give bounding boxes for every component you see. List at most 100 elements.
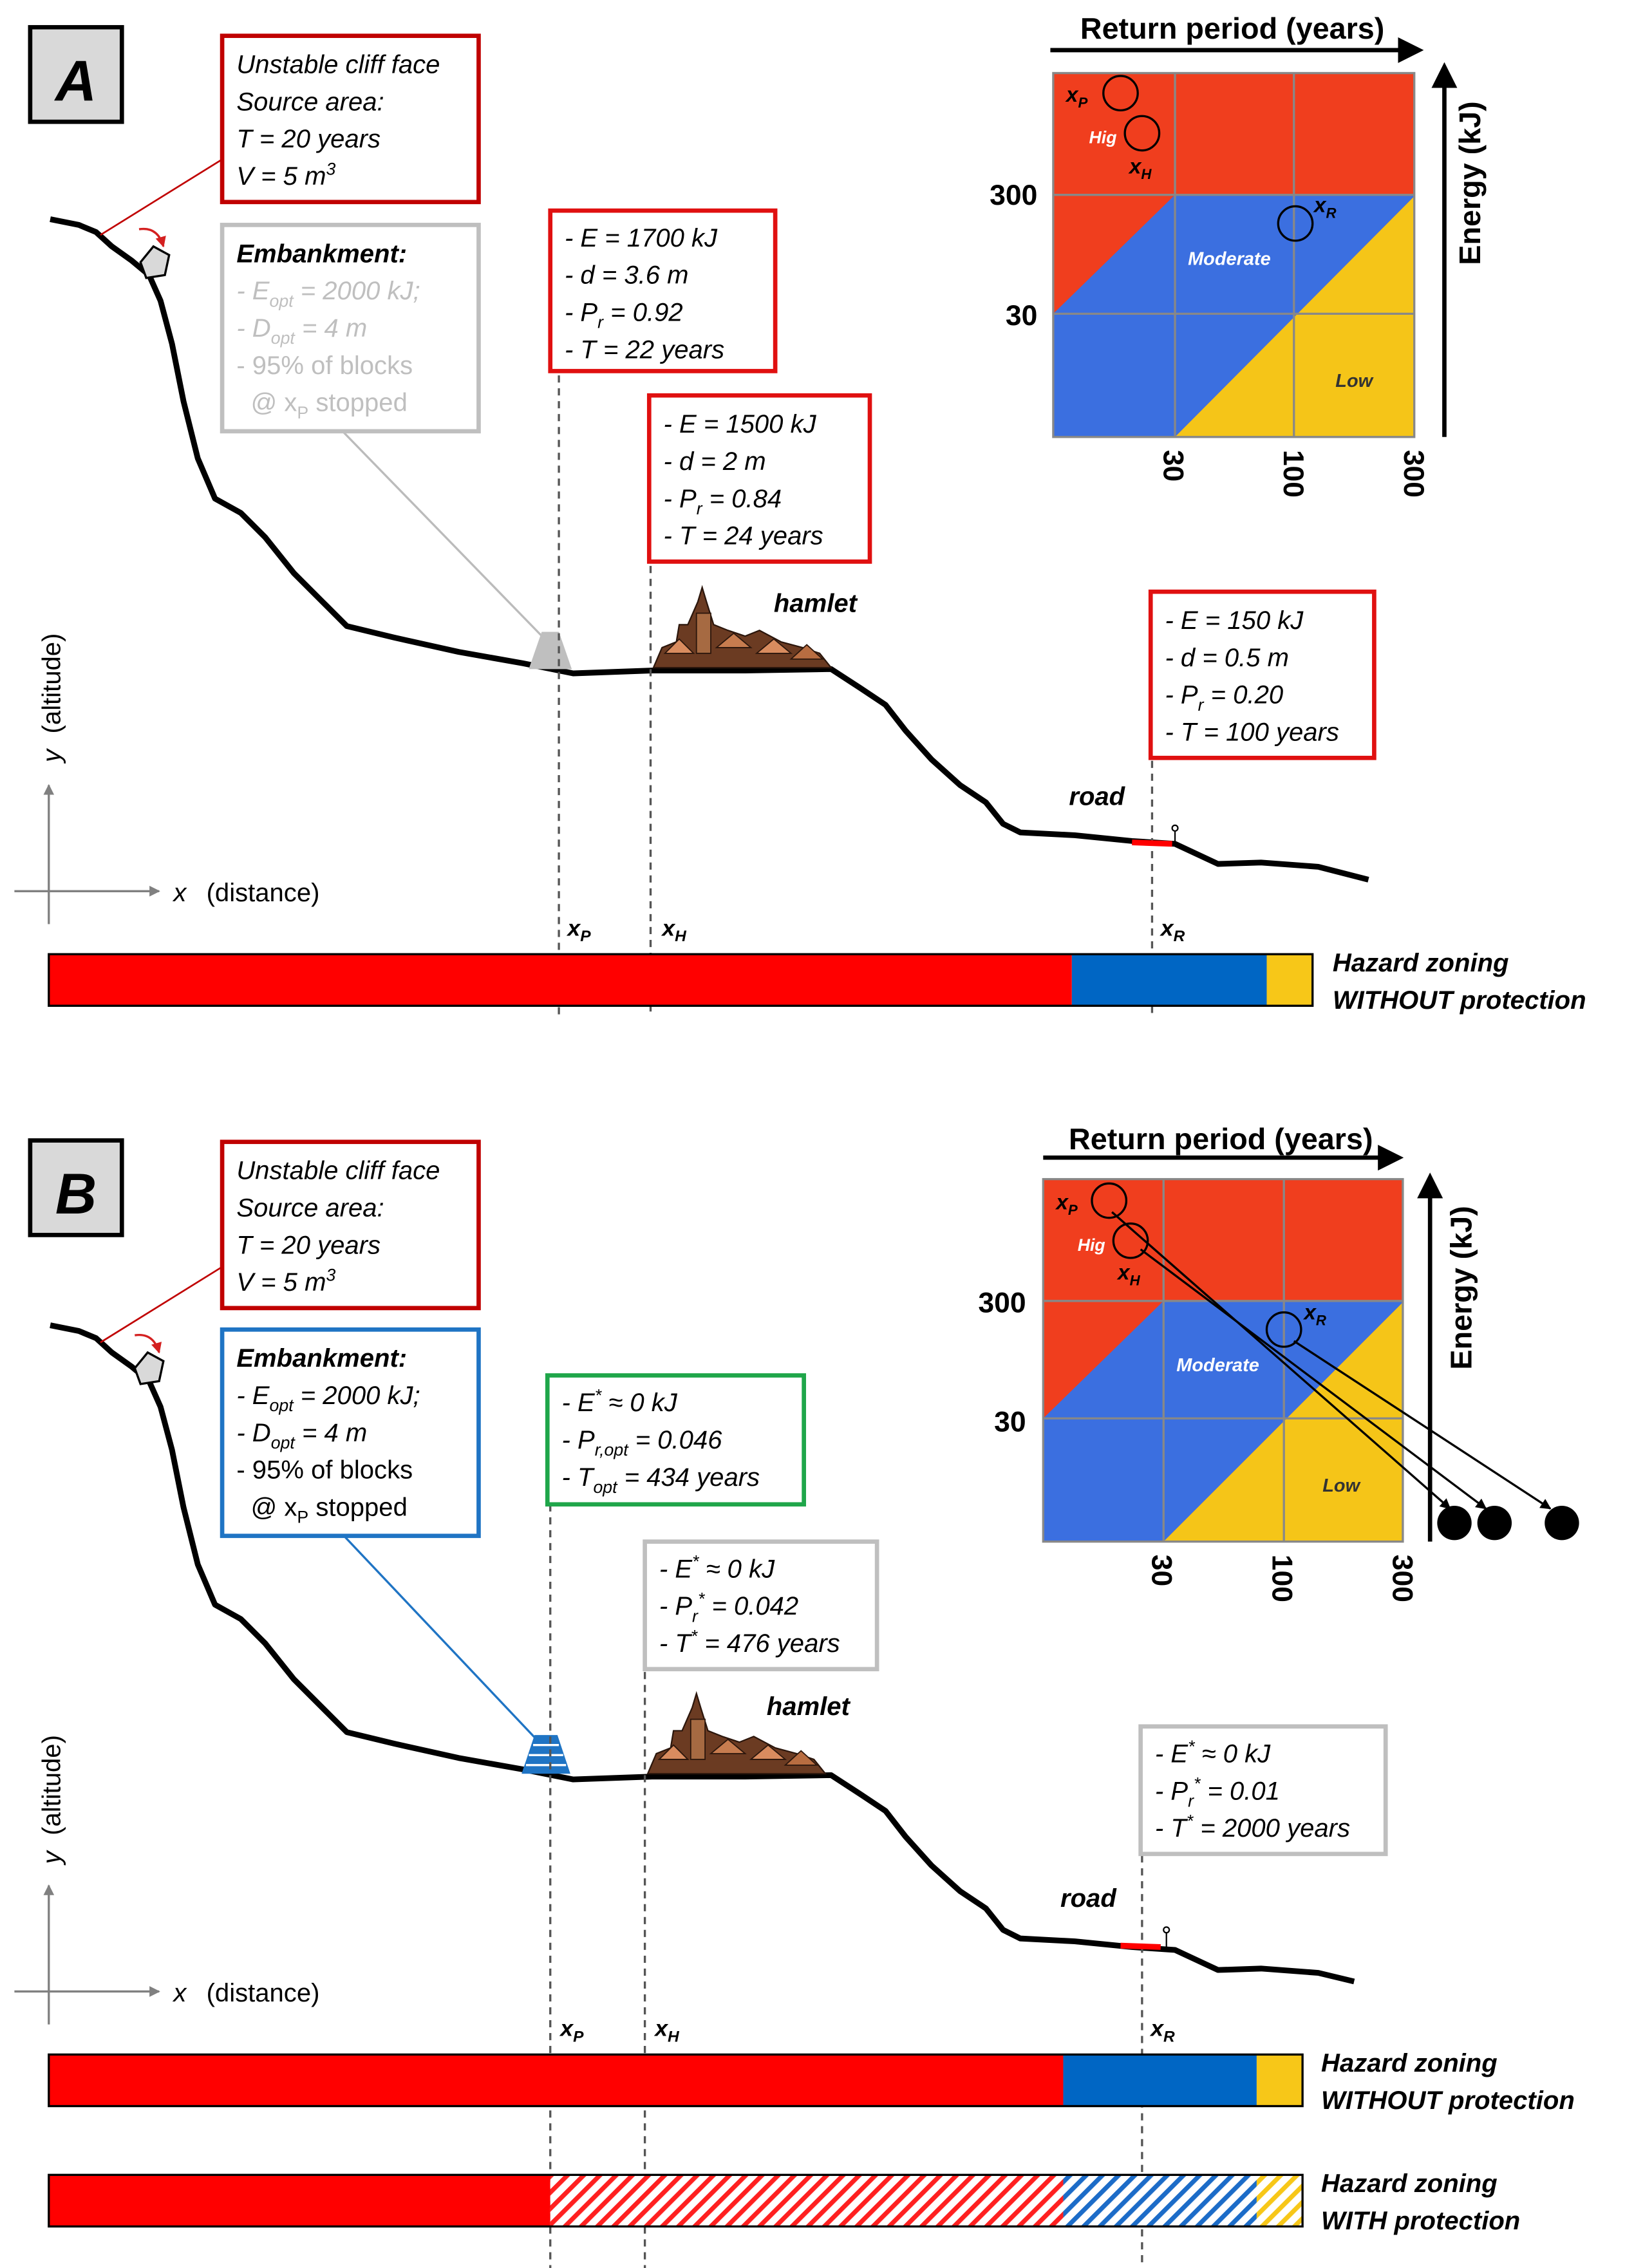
- hamlet-label: hamlet: [774, 589, 858, 617]
- embank-l4: @ xP stopped: [251, 389, 408, 422]
- embank-title: Embankment:: [236, 239, 407, 268]
- matrix-xtick-300: 300: [1398, 450, 1429, 498]
- box-xp: [548, 208, 778, 373]
- fall-arrow: [135, 1333, 162, 1354]
- box-xr-l2: - Pr* = 0.01: [1155, 1774, 1280, 1811]
- matrix-top-title: Return period (years): [1080, 12, 1384, 45]
- box-xr: [1138, 1724, 1388, 1857]
- zoning-bar-without: [48, 2053, 1304, 2108]
- y-axis-label: (altitude): [38, 1735, 66, 1835]
- box-xp-l2: - Pr,opt = 0.046: [562, 1426, 723, 1459]
- matrix-xtick-30: 30: [1145, 1555, 1177, 1587]
- road-label: road: [1060, 1884, 1117, 1913]
- pos-xr: xR: [1160, 915, 1185, 945]
- embank-l2: - Dopt = 4 m: [236, 314, 367, 348]
- pos-xh: xH: [653, 2015, 680, 2045]
- road-segment: [1120, 1942, 1161, 1950]
- cliff-line3: T = 20 years: [236, 1231, 380, 1259]
- box-xp-l3: - Pr = 0.92: [565, 299, 683, 332]
- zoning-bar-without: [48, 953, 1314, 1007]
- cliff-title: Unstable cliff face: [236, 51, 440, 79]
- matrix-moderate-label: Moderate: [1176, 1355, 1259, 1376]
- matrix-side-title: Energy (kJ): [1445, 1206, 1478, 1369]
- matrix-high-label: Hig: [1078, 1235, 1105, 1255]
- hamlet-illustration: [652, 585, 833, 669]
- box-xp-l1: - E = 1700 kJ: [565, 224, 718, 252]
- zoning1-l1: Hazard zoning: [1333, 949, 1509, 977]
- matrix-top-title: Return period (years): [1069, 1122, 1373, 1156]
- zoning1-l2: WITHOUT protection: [1321, 2086, 1575, 2115]
- matrix-ytick-30: 30: [1006, 300, 1038, 332]
- fall-arrow: [138, 227, 166, 248]
- matrix-ytick-300: 300: [978, 1288, 1026, 1319]
- pos-xp: xP: [566, 915, 591, 945]
- y-axis-var: y: [38, 747, 66, 764]
- road-sign-head: [1171, 824, 1179, 832]
- cliff-line2: Source area:: [236, 88, 384, 116]
- x-axis-var: x: [172, 879, 187, 907]
- box-xr-l2: - d = 0.5 m: [1165, 644, 1289, 672]
- panel-a-letter: A: [54, 48, 97, 113]
- cliff-line4: V = 5 m3: [236, 1266, 335, 1297]
- matrix-moderate-label: Moderate: [1188, 249, 1271, 270]
- matrix-pt-xp: xP: [1065, 83, 1088, 111]
- box-xh-l1: - E* ≈ 0 kJ: [659, 1552, 775, 1584]
- cliff-leader-line: [100, 1264, 226, 1344]
- embank-title: Embankment:: [236, 1344, 407, 1373]
- box-xh-l3: - Pr = 0.84: [664, 485, 782, 518]
- embank-l2: - Dopt = 4 m: [236, 1419, 367, 1452]
- matrix-side-title: Energy (kJ): [1453, 101, 1487, 265]
- cliff-box: [220, 33, 481, 205]
- road-label: road: [1069, 783, 1125, 811]
- road-sign-head: [1163, 1926, 1170, 1934]
- matrix-pt-xr: xR: [1302, 1301, 1326, 1329]
- box-xh-l3: - T* = 476 years: [659, 1626, 840, 1658]
- x-axis-var: x: [172, 1979, 187, 2007]
- panel-a-label: A: [28, 24, 124, 124]
- box-xh-l4: - T = 24 years: [664, 522, 823, 550]
- rock-block: [139, 245, 171, 279]
- y-axis-var: y: [38, 1849, 66, 1866]
- embankment-blue: [521, 1735, 570, 1774]
- panel-a: A Unstable cliff face Source area: T = 2…: [14, 12, 1586, 1018]
- embank-leader-line: [343, 431, 551, 646]
- y-axis-label: (altitude): [38, 633, 66, 734]
- hazard-matrix-a: [1052, 71, 1416, 438]
- box-xr-l3: - T* = 2000 years: [1155, 1812, 1350, 1843]
- zoning1-l1: Hazard zoning: [1321, 2049, 1498, 2077]
- box-xp-l4: - T = 22 years: [565, 335, 724, 364]
- cliff-leader-line: [100, 156, 226, 236]
- matrix-xtick-100: 100: [1277, 450, 1309, 498]
- zoning-bar-with: [48, 2173, 1304, 2228]
- box-xr-l4: - T = 100 years: [1165, 718, 1339, 747]
- pos-xh: xH: [661, 915, 687, 945]
- embank-l1: - Eopt = 2000 kJ;: [236, 1382, 420, 1415]
- road-segment: [1132, 839, 1172, 847]
- box-xh-l2: - Pr* = 0.042: [659, 1589, 798, 1626]
- pos-xp: xP: [559, 2015, 584, 2045]
- matrix-pt-xr: xR: [1313, 193, 1337, 221]
- embank-l3: - 95% of blocks: [236, 351, 413, 380]
- box-xh: [643, 1539, 879, 1672]
- terrain-profile: [50, 1322, 1355, 1985]
- embank-l1: - Eopt = 2000 kJ;: [236, 277, 420, 310]
- x-axis-label: (distance): [207, 1979, 320, 2007]
- box-xh-l2: - d = 2 m: [664, 447, 766, 476]
- box-xp-l1: - E* ≈ 0 kJ: [562, 1386, 678, 1418]
- cliff-box: [220, 1139, 481, 1311]
- hazard-matrix-b: [1042, 1177, 1579, 1543]
- matrix-low-label: Low: [1322, 1476, 1361, 1496]
- panel-b: B Unstable cliff face Source area: T = 2…: [14, 1122, 1579, 2268]
- matrix-xtick-30: 30: [1157, 450, 1188, 482]
- x-axis-label: (distance): [207, 879, 320, 907]
- box-xr-l1: - E* ≈ 0 kJ: [1155, 1737, 1271, 1768]
- box-xp: [545, 1373, 806, 1507]
- embankment-box: [220, 223, 481, 434]
- box-xr-l1: - E = 150 kJ: [1165, 606, 1304, 635]
- embank-l3: - 95% of blocks: [236, 1456, 413, 1485]
- box-xh-l1: - E = 1500 kJ: [664, 410, 817, 438]
- matrix-pt-xh: xH: [1116, 1261, 1141, 1288]
- cliff-line3: T = 20 years: [236, 125, 380, 153]
- cliff-title: Unstable cliff face: [236, 1157, 440, 1185]
